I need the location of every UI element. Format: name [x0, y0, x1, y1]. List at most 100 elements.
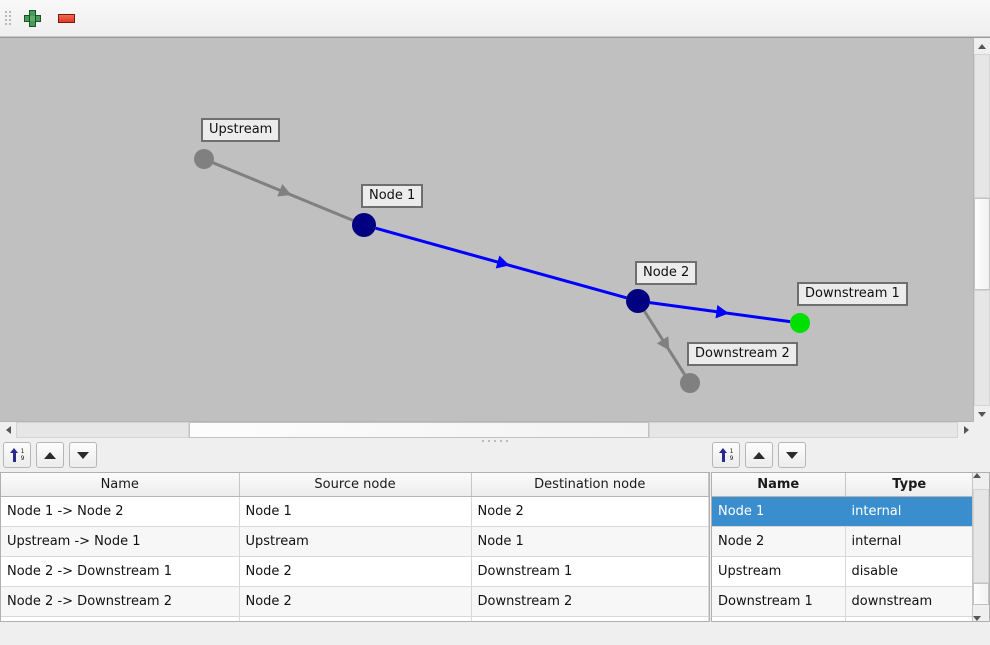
chevron-right-icon: [963, 426, 969, 434]
table-cell[interactable]: internal: [845, 526, 974, 557]
minus-icon: [57, 13, 75, 23]
graph-node-upstream[interactable]: [194, 149, 214, 169]
table-cell-empty: [1, 616, 240, 621]
table-cell[interactable]: disable: [845, 556, 974, 587]
column-header-name[interactable]: Name: [1, 473, 240, 497]
edge-arrowhead: [715, 304, 729, 319]
scrollbar-track-upper[interactable]: [974, 54, 990, 198]
edge-arrowhead: [656, 336, 670, 351]
table-cell[interactable]: internal: [845, 496, 974, 527]
remove-node-button[interactable]: [51, 4, 81, 32]
table-cell[interactable]: Upstream: [239, 526, 472, 557]
scrollbar-thumb-horizontal[interactable]: [189, 422, 649, 438]
chevron-up-icon: [978, 43, 986, 49]
scroll-down-button[interactable]: [974, 406, 990, 422]
graph-node-label-upstream[interactable]: Upstream: [201, 118, 281, 142]
graph-svg: [194, 149, 810, 393]
scrollbar-track-lower[interactable]: [974, 290, 990, 406]
table-row-empty: [712, 616, 974, 621]
column-header-source-node[interactable]: Source node: [239, 473, 472, 497]
table-cell[interactable]: Node 1 -> Node 2: [1, 496, 240, 527]
graph-node-downstream2[interactable]: [680, 373, 700, 393]
graph-node-node2[interactable]: [626, 289, 650, 313]
table-cell[interactable]: Node 2: [239, 586, 472, 617]
graph-node-label-node2[interactable]: Node 2: [635, 261, 698, 285]
column-header-destination-node[interactable]: Destination node: [471, 473, 709, 497]
table-cell[interactable]: Upstream -> Node 1: [1, 526, 240, 557]
nodes-move-up-button[interactable]: [745, 442, 773, 468]
nodes-table-scrollbar[interactable]: [972, 473, 989, 621]
edge-arrowhead: [277, 184, 292, 197]
arrow-down-icon: [77, 451, 89, 459]
graph-node-label-downstream1[interactable]: Downstream 1: [797, 282, 908, 306]
scroll-right-button[interactable]: [958, 422, 974, 438]
connections-move-down-button[interactable]: [69, 442, 97, 468]
scroll-down-button[interactable]: [973, 616, 981, 621]
table-cell[interactable]: Node 1: [239, 496, 472, 527]
panel-splitter[interactable]: [0, 438, 990, 444]
scroll-up-button[interactable]: [974, 38, 990, 54]
scrollbar-track-left[interactable]: [16, 422, 189, 438]
scroll-left-button[interactable]: [0, 422, 16, 438]
scrollbar-track-right[interactable]: [649, 422, 958, 438]
table-row-empty: [1, 616, 709, 621]
scrollbar-track-upper[interactable]: [973, 489, 989, 583]
table-cell[interactable]: Node 1: [712, 496, 846, 527]
table-cell[interactable]: Downstream 1: [712, 586, 846, 617]
table-cell[interactable]: Node 2 -> Downstream 2: [1, 586, 240, 617]
table-cell[interactable]: Node 2 -> Downstream 1: [1, 556, 240, 587]
table-cell[interactable]: downstream: [845, 586, 974, 617]
toolbar: [0, 0, 990, 37]
connections-move-up-button[interactable]: [36, 442, 64, 468]
table-cell[interactable]: Node 2: [712, 526, 846, 557]
table-cell[interactable]: Node 2: [239, 556, 472, 587]
nodes-move-down-button[interactable]: [778, 442, 806, 468]
toolbar-grip[interactable]: [3, 7, 13, 29]
scrollbar-thumb-vertical[interactable]: [974, 198, 990, 290]
scrollbar-thumb-vertical[interactable]: [973, 583, 989, 605]
graph-node-label-node1[interactable]: Node 1: [361, 184, 424, 208]
column-header-name[interactable]: Name: [712, 473, 846, 497]
table-cell[interactable]: Downstream 2: [471, 586, 709, 617]
table-cell-empty: [845, 616, 974, 621]
arrow-up-icon: [753, 451, 765, 459]
chevron-down-icon: [978, 411, 986, 417]
graph-node-label-downstream2[interactable]: Downstream 2: [687, 342, 798, 366]
canvas-horizontal-scrollbar[interactable]: [0, 421, 974, 438]
table-cell[interactable]: Downstream 1: [471, 556, 709, 587]
scroll-up-button[interactable]: [973, 473, 981, 478]
graph-node-node1[interactable]: [352, 213, 376, 237]
column-header-type[interactable]: Type: [845, 473, 974, 497]
arrow-down-icon: [786, 451, 798, 459]
table-cell-empty: [239, 616, 472, 621]
canvas-vertical-scrollbar[interactable]: [973, 38, 990, 422]
table-cell[interactable]: Node 1: [471, 526, 709, 557]
graph-node-downstream1[interactable]: [790, 313, 810, 333]
table-cell[interactable]: Upstream: [712, 556, 846, 587]
plus-icon: [23, 9, 41, 27]
table-cell[interactable]: Node 2: [471, 496, 709, 527]
add-node-button[interactable]: [17, 4, 47, 32]
